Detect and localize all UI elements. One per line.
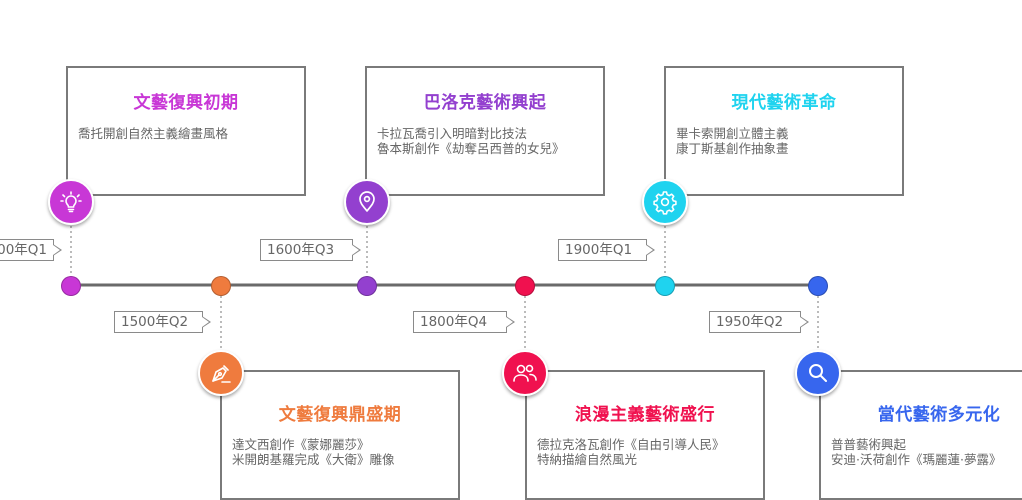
period-line-1-0: 達文西創作《蒙娜麗莎》 <box>232 437 370 452</box>
gear-icon <box>653 191 677 215</box>
period-line-5-0: 普普藝術興起 <box>831 437 907 452</box>
date-tag-0: 1400年Q1 <box>0 239 62 261</box>
date-tag-1: 1500年Q2 <box>114 311 211 333</box>
people-icon <box>513 364 537 382</box>
period-line-2-1: 魯本斯創作《劫奪呂西普的女兒》 <box>377 141 565 156</box>
period-title-4: 現代藝術革命 <box>731 93 837 113</box>
period-title-1: 文藝復興鼎盛期 <box>278 405 402 425</box>
date-tag-4: 1900年Q1 <box>558 239 655 261</box>
pen-nib-icon <box>212 365 231 383</box>
location-pin-icon <box>359 191 375 212</box>
date-label-3: 1800年Q4 <box>420 314 488 330</box>
period-box-2: 巴洛克藝術興起 卡拉瓦喬引入明暗對比技法 魯本斯創作《劫奪呂西普的女兒》 <box>365 66 605 196</box>
period-title-5: 當代藝術多元化 <box>877 405 1001 425</box>
period-box-5: 當代藝術多元化 普普藝術興起 安迪·沃荷創作《瑪麗蓮·夢露》 <box>819 370 1022 500</box>
period-line-1-1: 米開朗基羅完成《大衛》雕像 <box>232 452 395 467</box>
period-desc-0: 喬托開創自然主義繪畫風格 <box>78 126 296 141</box>
date-label-1: 1500年Q2 <box>121 314 189 330</box>
badge-3 <box>502 350 548 396</box>
date-label-5: 1950年Q2 <box>716 314 784 330</box>
period-desc-2: 卡拉瓦喬引入明暗對比技法 魯本斯創作《劫奪呂西普的女兒》 <box>377 126 595 156</box>
period-line-0-0: 喬托開創自然主義繪畫風格 <box>78 126 229 141</box>
timeline-dot-5 <box>808 276 828 296</box>
badge-4 <box>642 179 688 225</box>
period-title-2: 巴洛克藝術興起 <box>423 93 547 113</box>
lightbulb-icon <box>60 191 82 213</box>
date-tag-5: 1950年Q2 <box>709 311 809 333</box>
timeline-diagram: 文藝復興初期 喬托開創自然主義繪畫風格 巴洛克藝術興起 卡拉瓦喬引入明暗對比技法… <box>0 66 1022 500</box>
period-line-4-0: 畢卡索開創立體主義 <box>676 126 789 141</box>
date-tag-2: 1600年Q3 <box>260 239 361 261</box>
badge-0 <box>48 179 94 225</box>
timeline-dot-3 <box>515 276 535 296</box>
magnifier-icon <box>809 364 827 382</box>
date-label-0: 1400年Q1 <box>0 242 47 258</box>
badge-1 <box>198 350 244 396</box>
period-line-4-1: 康丁斯基創作抽象畫 <box>676 141 789 156</box>
period-title-0: 文藝復興初期 <box>133 93 239 113</box>
timeline-dot-0 <box>61 276 81 296</box>
period-line-3-1: 特納描繪自然風光 <box>537 452 638 467</box>
date-label-4: 1900年Q1 <box>565 242 633 258</box>
period-title-3: 浪漫主義藝術盛行 <box>575 405 715 425</box>
badge-2 <box>344 179 390 225</box>
period-box-3: 浪漫主義藝術盛行 德拉克洛瓦創作《自由引導人民》 特納描繪自然風光 <box>525 370 765 500</box>
date-connectors <box>70 226 819 350</box>
period-box-0: 文藝復興初期 喬托開創自然主義繪畫風格 <box>66 66 306 196</box>
date-label-2: 1600年Q3 <box>267 242 335 258</box>
timeline-dot-2 <box>357 276 377 296</box>
timeline-dot-4 <box>655 276 675 296</box>
timeline-lines <box>70 226 819 350</box>
badge-5 <box>795 350 841 396</box>
period-desc-4: 畢卡索開創立體主義 康丁斯基創作抽象畫 <box>676 126 894 156</box>
period-line-2-0: 卡拉瓦喬引入明暗對比技法 <box>377 126 528 141</box>
period-box-1: 文藝復興鼎盛期 達文西創作《蒙娜麗莎》 米開朗基羅完成《大衛》雕像 <box>220 370 460 500</box>
timeline-dot-1 <box>211 276 231 296</box>
period-box-4: 現代藝術革命 畢卡索開創立體主義 康丁斯基創作抽象畫 <box>664 66 904 196</box>
date-tag-3: 1800年Q4 <box>413 311 515 333</box>
period-line-5-1: 安迪·沃荷創作《瑪麗蓮·夢露》 <box>831 452 1002 467</box>
period-line-3-0: 德拉克洛瓦創作《自由引導人民》 <box>537 437 725 452</box>
